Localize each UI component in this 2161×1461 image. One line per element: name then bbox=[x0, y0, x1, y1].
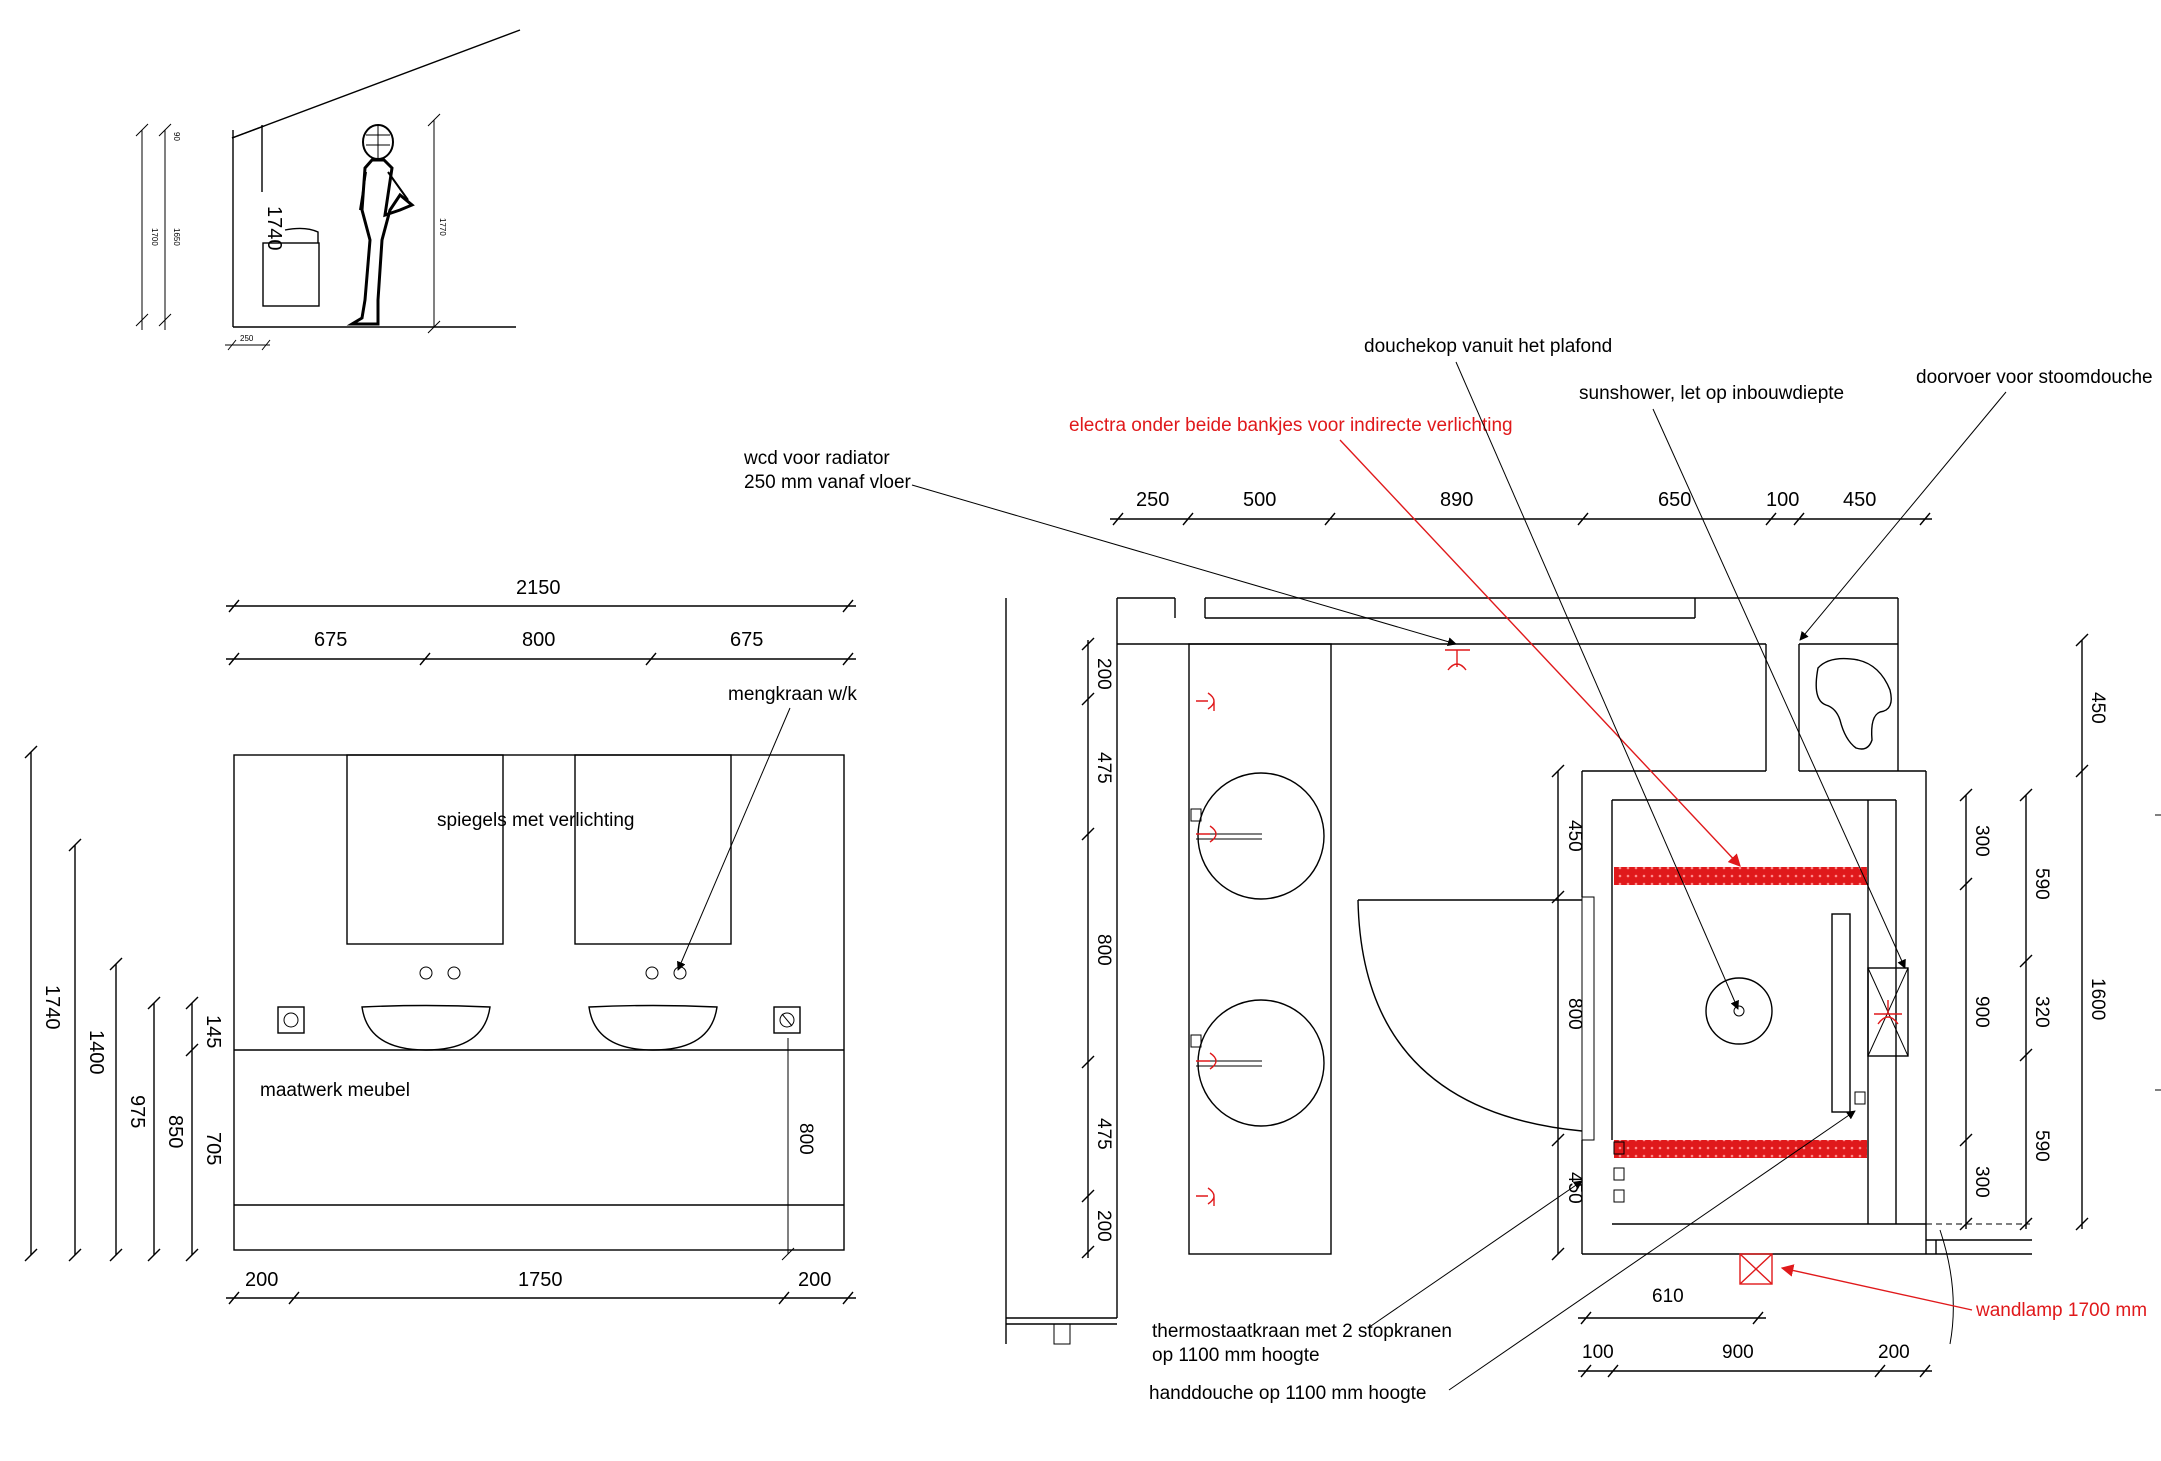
cabinet-label: maatwerk meubel bbox=[260, 1080, 410, 1101]
elevation-dim-part-2: 800 bbox=[522, 629, 555, 651]
plan-right-a-2: 900 bbox=[1971, 996, 1992, 1028]
section-dim-base: 250 bbox=[240, 334, 254, 343]
plan-dim-top-1: 250 bbox=[1136, 489, 1169, 511]
section-height-label: 1740 bbox=[263, 206, 285, 251]
plan-right-a-3: 300 bbox=[1971, 1166, 1992, 1198]
elevation-dim-right: 800 bbox=[795, 1123, 816, 1155]
elevation-dim-total: 2150 bbox=[516, 577, 561, 599]
wandlamp-label: wandlamp 1700 mm bbox=[1975, 1300, 2147, 1321]
plan-shower-dim-3: 450 bbox=[1564, 1172, 1585, 1204]
section-dim-1650: 1650 bbox=[172, 228, 181, 246]
thermostaat-label-line2: op 1100 mm hoogte bbox=[1152, 1345, 1320, 1366]
mixer-label: mengkraan w/k bbox=[728, 684, 857, 705]
douchekop-label: douchekop vanuit het plafond bbox=[1364, 336, 1612, 357]
plan-dim-top-5: 100 bbox=[1766, 489, 1799, 511]
section-view: 1700 1650 90 1740 1770 250 bbox=[135, 29, 521, 351]
section-dim-person: 1770 bbox=[438, 218, 447, 236]
plan-dim-bottom-3: 200 bbox=[1878, 1342, 1910, 1363]
section-dim-90: 90 bbox=[172, 132, 181, 141]
plan-dim-top-6: 450 bbox=[1843, 489, 1876, 511]
plan-dim-left-5: 200 bbox=[1093, 1210, 1114, 1242]
plan-shower-dim-1: 450 bbox=[1564, 820, 1585, 852]
plan-dim-top-3: 890 bbox=[1440, 489, 1473, 511]
plan-dim-top-2: 500 bbox=[1243, 489, 1276, 511]
wcd-label-line2: 250 mm vanaf vloer bbox=[744, 472, 912, 493]
plan-right-b-2: 320 bbox=[2031, 996, 2052, 1028]
elevation-dim-850: 850 bbox=[164, 1115, 186, 1148]
elevation-dim-1740: 1740 bbox=[41, 985, 63, 1030]
plan-right-a-1: 300 bbox=[1971, 825, 1992, 857]
elevation-dim-975: 975 bbox=[126, 1095, 148, 1128]
elevation-dim-bottom-2: 1750 bbox=[518, 1269, 563, 1291]
plan-right-b-3: 590 bbox=[2031, 1130, 2052, 1162]
doorvoer-label: doorvoer voor stoomdouche bbox=[1916, 367, 2153, 388]
elevation-dim-bottom-3: 200 bbox=[798, 1269, 831, 1291]
electra-label: electra onder beide bankjes voor indirec… bbox=[1069, 415, 1513, 436]
annotations: wcd voor radiator 250 mm vanaf vloer ele… bbox=[743, 336, 2153, 1404]
plan-right-c-2: 1600 bbox=[2087, 978, 2108, 1020]
elevation-view: 2150 675 800 675 spiegels met verlichtin… bbox=[24, 577, 857, 1305]
wcd-label-line1: wcd voor radiator bbox=[743, 448, 890, 469]
handdouche-label: handdouche op 1100 mm hoogte bbox=[1149, 1383, 1426, 1404]
plan-right-c-1: 450 bbox=[2087, 692, 2108, 724]
elevation-dim-part-1: 675 bbox=[314, 629, 347, 651]
plan-dim-top-4: 650 bbox=[1658, 489, 1691, 511]
elevation-dim-bottom-1: 200 bbox=[245, 1269, 278, 1291]
plan-right-b-1: 590 bbox=[2031, 868, 2052, 900]
plan-dim-left-2: 475 bbox=[1093, 752, 1114, 784]
plan-dim-bottom-610: 610 bbox=[1652, 1286, 1684, 1307]
sunshower-label: sunshower, let op inbouwdiepte bbox=[1579, 383, 1844, 404]
person-figure bbox=[346, 124, 415, 326]
elevation-dim-1400: 1400 bbox=[85, 1030, 107, 1075]
thermostaat-label-line1: thermostaatkraan met 2 stopkranen bbox=[1152, 1321, 1452, 1342]
elevation-dim-705: 705 bbox=[202, 1132, 224, 1165]
elevation-dim-part-3: 675 bbox=[730, 629, 763, 651]
plan-dim-bottom-1: 100 bbox=[1582, 1342, 1614, 1363]
plan-shower-dim-2: 800 bbox=[1564, 998, 1585, 1030]
plan-dim-bottom-2: 900 bbox=[1722, 1342, 1754, 1363]
floor-plan: 250 500 890 650 100 450 bbox=[1005, 489, 2161, 1378]
plan-dim-left-3: 800 bbox=[1093, 934, 1114, 966]
elevation-dim-145: 145 bbox=[202, 1015, 224, 1048]
plan-dim-left-4: 475 bbox=[1093, 1118, 1114, 1150]
plan-dim-left-1: 200 bbox=[1093, 658, 1114, 690]
section-dim-1700: 1700 bbox=[150, 228, 159, 246]
mirrors-label: spiegels met verlichting bbox=[437, 810, 634, 831]
